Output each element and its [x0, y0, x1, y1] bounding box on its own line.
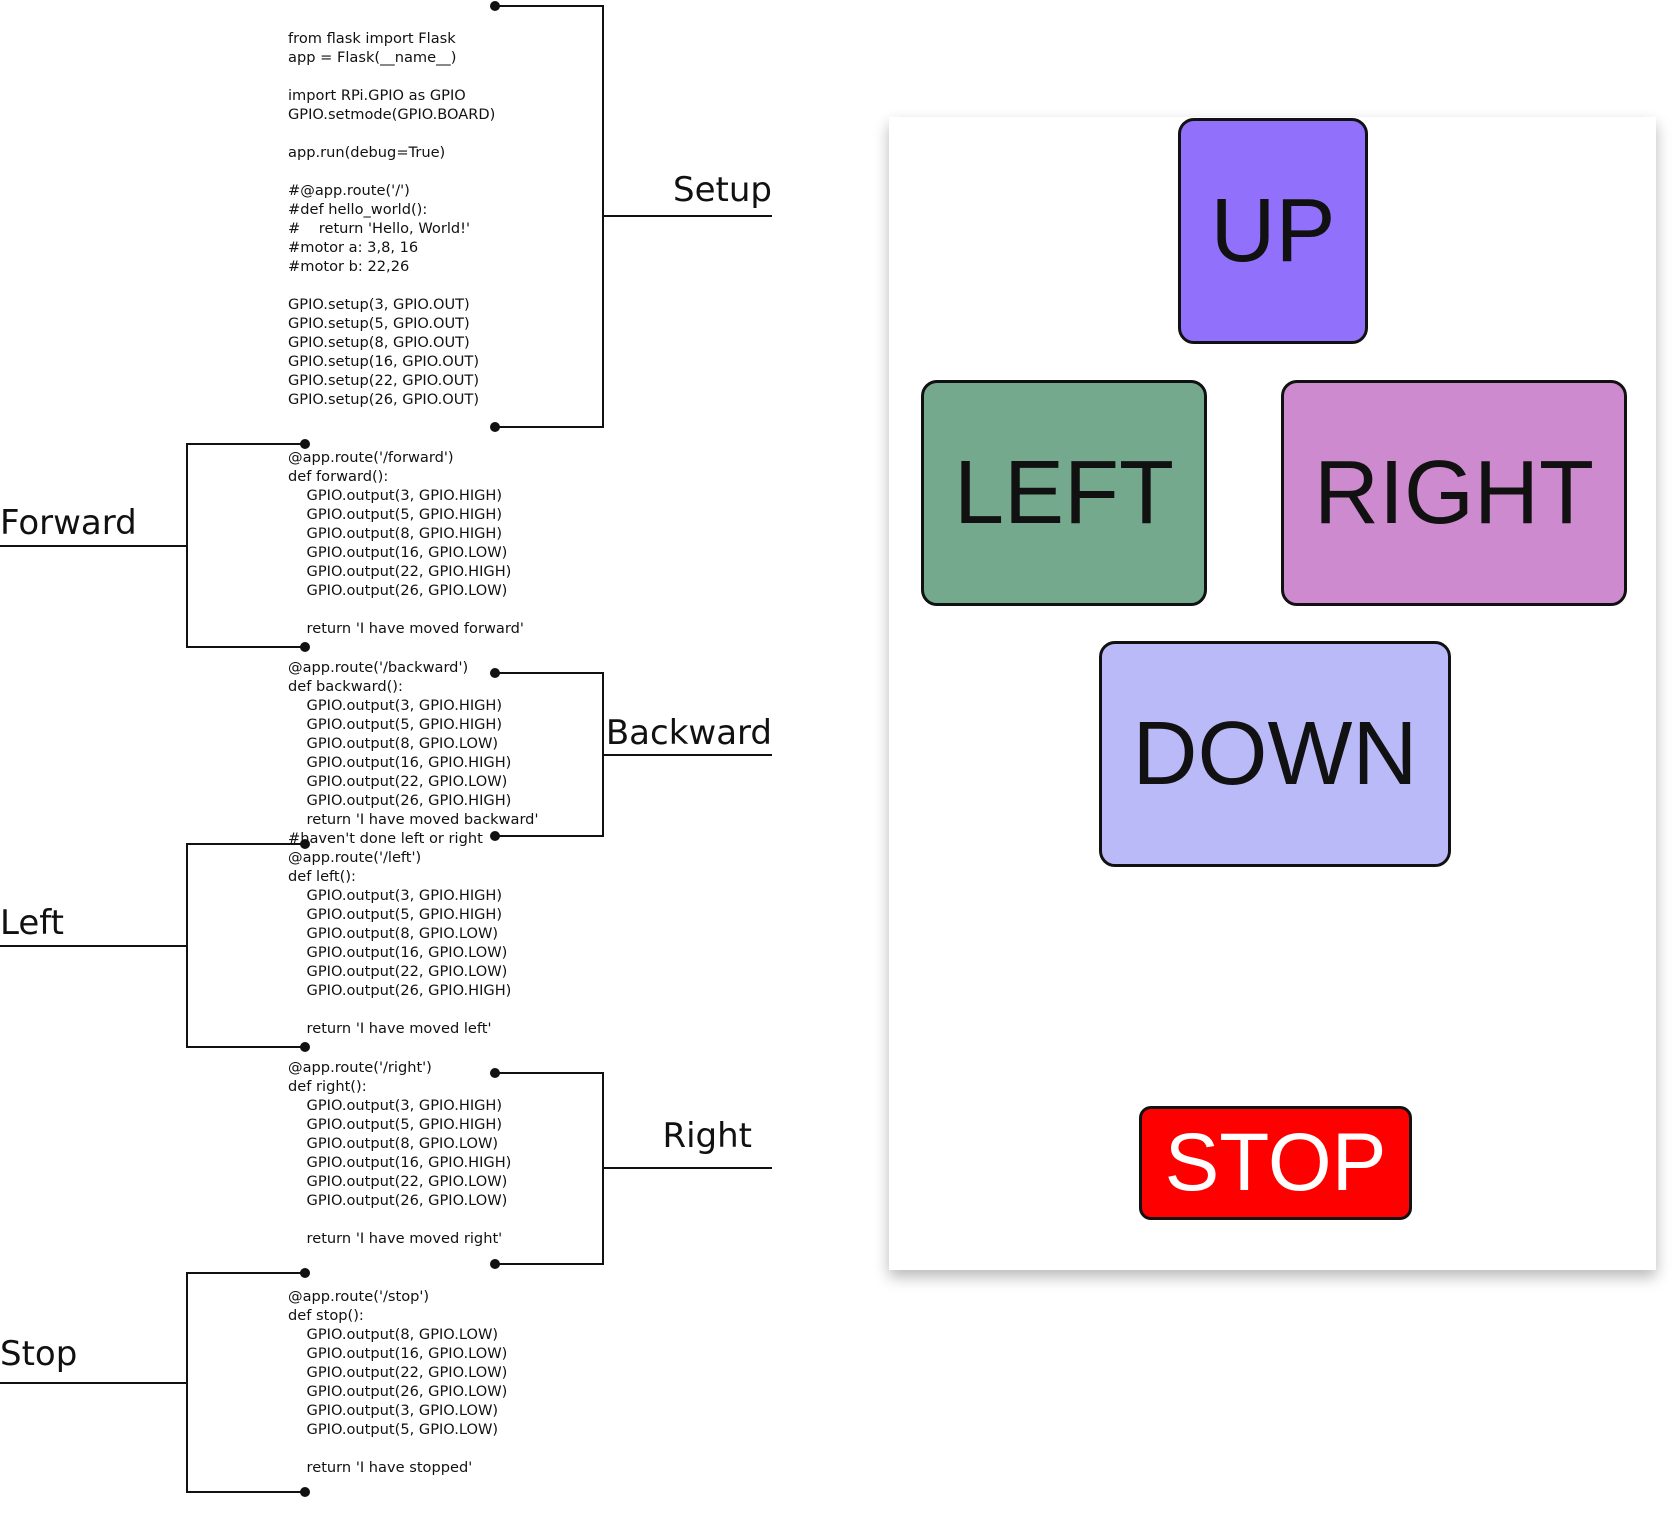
backward-label: Backward	[605, 713, 772, 753]
stop-bottom-dot	[300, 1487, 310, 1497]
forward-label: Forward	[0, 503, 137, 543]
backward-code: @app.route('/backward') def backward(): …	[288, 659, 539, 847]
forward-bottom-dot	[300, 642, 310, 652]
left-label: Left	[0, 903, 64, 943]
right-top-dot	[490, 1068, 500, 1078]
down-button[interactable]: DOWN	[1099, 641, 1451, 867]
left-bottom-dot	[300, 1042, 310, 1052]
right-button[interactable]: RIGHT	[1281, 380, 1627, 606]
stop-label: Stop	[0, 1334, 78, 1374]
backward-bottom-dot	[490, 831, 500, 841]
up-button[interactable]: UP	[1178, 118, 1368, 344]
left-top-dot	[300, 839, 310, 849]
setup-label: Setup	[673, 170, 772, 210]
right-label: Right	[662, 1116, 752, 1156]
setup-bottom-dot	[490, 422, 500, 432]
setup-top-dot	[490, 1, 500, 11]
right-bottom-dot	[490, 1259, 500, 1269]
setup-code: from flask import Flask app = Flask(__na…	[288, 30, 496, 408]
right-code: @app.route('/right') def right(): GPIO.o…	[288, 1059, 512, 1247]
left-button[interactable]: LEFT	[921, 380, 1207, 606]
left-code: @app.route('/left') def left(): GPIO.out…	[288, 849, 512, 1037]
backward-top-dot	[490, 668, 500, 678]
forward-top-dot	[300, 439, 310, 449]
stop-code: @app.route('/stop') def stop(): GPIO.out…	[288, 1288, 508, 1476]
stop-button[interactable]: STOP	[1139, 1106, 1412, 1220]
setup-bracket	[495, 5, 604, 428]
forward-code: @app.route('/forward') def forward(): GP…	[288, 449, 524, 637]
stop-top-dot	[300, 1268, 310, 1278]
